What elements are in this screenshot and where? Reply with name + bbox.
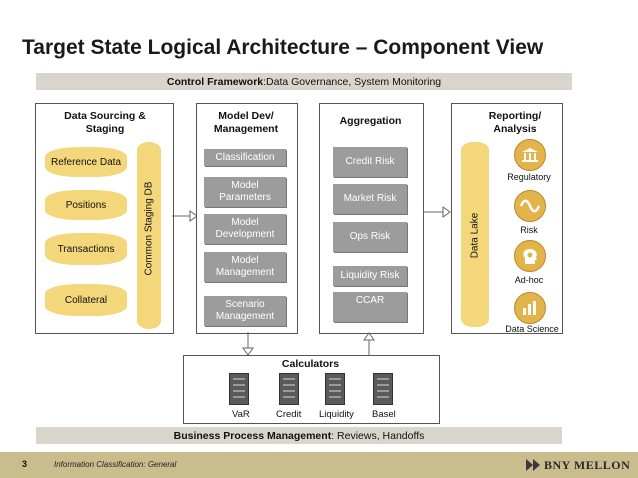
server-icon: [229, 373, 249, 405]
model-dev-heading: Model Dev/ Management: [213, 110, 279, 135]
bny-mellon-logo: BNY MELLON: [544, 458, 631, 472]
control-framework-band: Control Framework :Data Governance, Syst…: [36, 73, 572, 90]
output-adhoc: Ad-hoc: [514, 275, 544, 285]
wave-icon: [514, 190, 546, 222]
calculators-heading: Calculators: [281, 358, 340, 370]
bny-logo-icon: [526, 459, 540, 471]
agg-ops-risk: Ops Risk: [333, 222, 407, 252]
source-reference-data: Reference Data: [45, 147, 127, 177]
page-title: Target State Logical Architecture – Comp…: [22, 36, 544, 59]
control-framework-label: Control Framework: [166, 75, 264, 88]
arrow-aggregation-to-reporting: [423, 206, 451, 218]
model-parameters: Model Parameters: [204, 177, 286, 207]
calculator-credit: Credit: [276, 409, 302, 420]
calculator-basel: Basel: [372, 409, 396, 420]
bank-icon: [514, 139, 546, 171]
agg-ccar: CCAR: [333, 292, 407, 322]
data-lake-label: Data Lake: [469, 212, 481, 259]
arrow-model-to-calculators: [242, 332, 254, 356]
bar-chart-icon: [514, 292, 546, 324]
source-transactions: Transactions: [45, 233, 127, 265]
model-classification: Classification: [204, 149, 286, 166]
data-lake: [461, 142, 489, 327]
server-icon: [279, 373, 299, 405]
calculator-var: VaR: [232, 409, 250, 420]
arrow-sourcing-to-model: [172, 210, 198, 222]
model-development: Model Development: [204, 214, 286, 244]
scenario-management: Scenario Management: [204, 296, 286, 326]
output-risk: Risk: [520, 225, 538, 235]
control-framework-text: :Data Governance, System Monitoring: [263, 75, 442, 88]
reporting-heading: Reporting/ Analysis: [488, 110, 542, 135]
head-gear-icon: [514, 240, 546, 272]
source-positions: Positions: [45, 190, 127, 220]
common-staging-db: [137, 142, 161, 329]
bpm-label: Business Process Management: [173, 429, 332, 442]
arrow-calculators-to-aggregation: [363, 332, 375, 356]
server-icon: [325, 373, 345, 405]
bpm-band: Business Process Management : Reviews, H…: [36, 427, 562, 444]
calculators-panel: [183, 355, 440, 424]
calculator-liquidity: Liquidity: [319, 409, 354, 420]
agg-credit-risk: Credit Risk: [333, 147, 407, 177]
output-data-science: Data Science: [505, 324, 559, 334]
data-sourcing-heading: Data Sourcing & Staging: [64, 110, 146, 135]
info-classification: Information Classification: General: [54, 460, 177, 469]
model-management: Model Management: [204, 252, 286, 282]
agg-market-risk: Market Risk: [333, 184, 407, 214]
source-collateral: Collateral: [45, 284, 127, 316]
bpm-text: : Reviews, Handoffs: [331, 429, 425, 442]
common-staging-db-label: Common Staging DB: [143, 181, 155, 276]
page-number: 3: [22, 459, 28, 469]
server-icon: [373, 373, 393, 405]
aggregation-heading: Aggregation: [339, 115, 402, 127]
agg-liquidity-risk: Liquidity Risk: [333, 266, 407, 286]
output-regulatory: Regulatory: [507, 172, 551, 182]
